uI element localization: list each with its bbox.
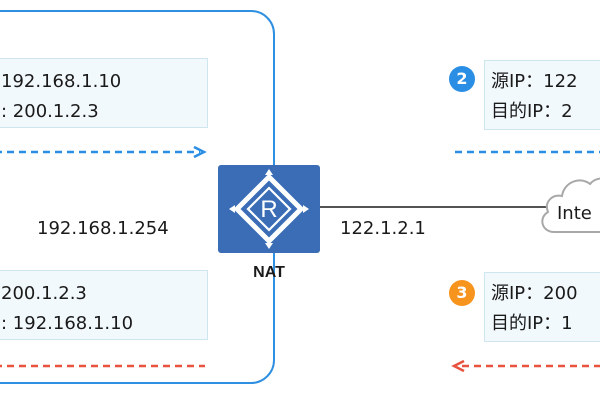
packet-source-ip: 源IP：200 [491, 283, 578, 304]
packet-destination-ip: : 200.1.2.3 [1, 101, 99, 122]
step-2-badge: 2 [449, 66, 475, 92]
packet-destination-ip: 目的IP：1 [491, 313, 573, 334]
outside-interface-ip: 122.1.2.1 [340, 218, 426, 239]
internet-label: Inte [557, 203, 592, 224]
packet-source-ip: 200.1.2.3 [1, 283, 87, 304]
router-icon: R [218, 165, 320, 253]
lan-packet-outbound: 192.168.1.10 : 200.1.2.3 [0, 58, 208, 128]
packet-destination-ip: 目的IP：2 [491, 101, 573, 122]
lan-packet-inbound: 200.1.2.3 : 192.168.1.10 [0, 270, 208, 340]
packet-source-ip: 192.168.1.10 [1, 71, 122, 92]
step-3-badge: 3 [449, 280, 475, 306]
wan-packet-outbound: 源IP：122 目的IP：2 [484, 60, 600, 130]
packet-source-ip: 源IP：122 [491, 71, 578, 92]
inside-interface-ip: 192.168.1.254 [37, 218, 169, 239]
nat-label: NAT [253, 264, 285, 281]
cloud-icon [541, 177, 600, 233]
router-glyph: R [260, 196, 277, 223]
wan-packet-inbound: 源IP：200 目的IP：1 [484, 272, 600, 342]
outbound-lan-arrow [0, 145, 207, 159]
inbound-wan-arrow [451, 359, 600, 373]
packet-destination-ip: : 192.168.1.10 [1, 313, 134, 334]
